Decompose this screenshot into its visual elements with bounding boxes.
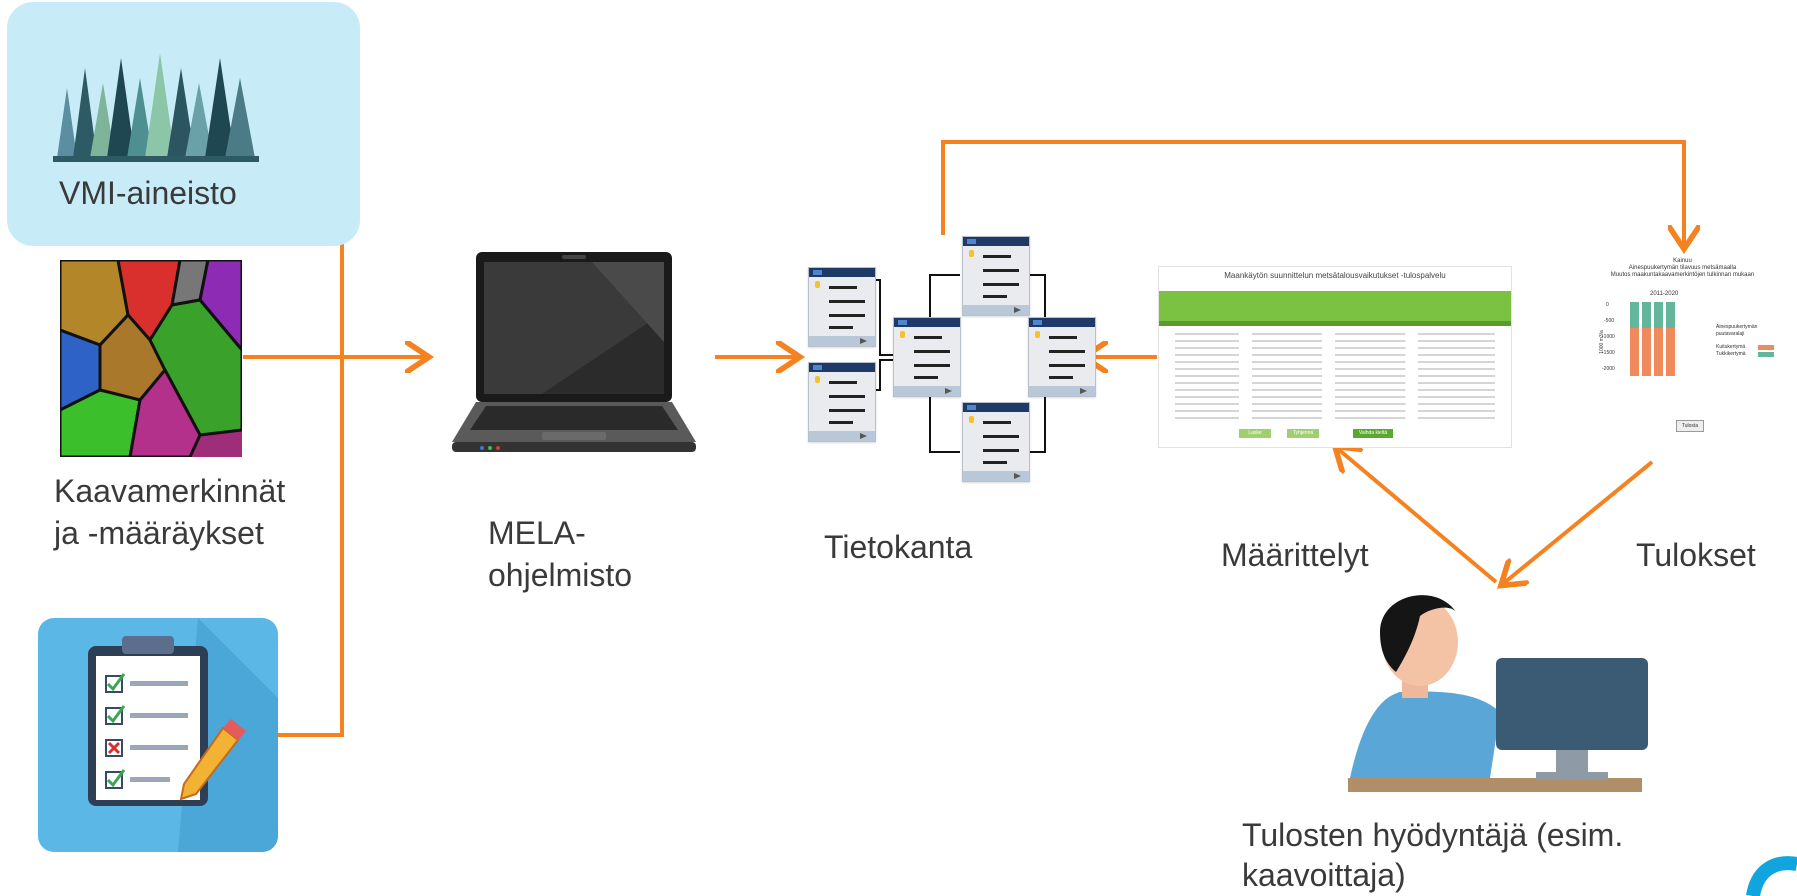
zoning-map-icon xyxy=(60,260,242,457)
results-to-user-arrow xyxy=(1504,460,1654,583)
result-chart-screenshot: Kainuu Ainespuukertymän tilavuus metsäma… xyxy=(1568,254,1797,454)
chart-legend-swatch-1 xyxy=(1758,345,1774,350)
db-to-results-arrow xyxy=(941,140,1684,245)
db-table-5 xyxy=(1028,317,1096,397)
db-table-1 xyxy=(808,267,876,347)
chart-bar-3 xyxy=(1654,302,1663,376)
db-table-2 xyxy=(808,362,876,442)
web-button-1: Laske xyxy=(1239,429,1271,438)
user-label-2: kaavoittaja) xyxy=(1242,857,1406,893)
kaava-label-2: ja -määräykset xyxy=(54,515,264,551)
kaava-label-1: Kaavamerkinnät xyxy=(54,473,286,509)
web-form-screenshot: Maankäytön suunnittelun metsätalousvaiku… xyxy=(1158,266,1512,448)
db-table-3 xyxy=(893,317,961,397)
chart-period: 2011-2020 xyxy=(1650,291,1679,297)
chart-ytick-4: -2000 xyxy=(1602,366,1615,372)
checklist-icon xyxy=(88,618,278,852)
mela-label-1: MELA- xyxy=(488,515,586,551)
web-button-3: Vaihda kieltä xyxy=(1353,429,1393,438)
chart-ytick-0: 0 xyxy=(1606,302,1609,308)
chart-title: Kainuu xyxy=(1673,258,1692,264)
chart-ytick-2: -1000 xyxy=(1602,334,1615,340)
user-label-1: Tulosten hyödyntäjä (esim. xyxy=(1242,817,1624,853)
mela-label-2: ohjelmisto xyxy=(488,557,633,593)
chart-legend-title: Ainespuukertymän puutavaralaji xyxy=(1716,324,1758,337)
chart-ytick-3: -1500 xyxy=(1602,350,1615,356)
web-banner-strip xyxy=(1159,321,1511,326)
laptop-icon xyxy=(452,252,696,452)
tulokset-label: Tulokset xyxy=(1636,537,1756,573)
web-banner xyxy=(1159,291,1511,321)
logo-fragment-icon xyxy=(1746,856,1797,896)
forest-icon xyxy=(53,53,259,162)
vmi-node: VMI-aineisto xyxy=(7,2,360,246)
checklist-node xyxy=(38,618,278,852)
chart-bar-1 xyxy=(1630,302,1639,376)
chart-ytick-1: -500 xyxy=(1604,318,1615,324)
tulosta-button: Tulosta xyxy=(1676,420,1704,432)
chart-bar-2 xyxy=(1642,302,1651,376)
chart-subtitle-1: Ainespuukertymän tilavuus metsämaalla xyxy=(1628,265,1737,271)
user-to-maarittelyt-arrow xyxy=(1338,449,1498,584)
database-diagram xyxy=(800,230,1096,486)
user-at-computer-icon xyxy=(1348,595,1648,792)
tietokanta-label: Tietokanta xyxy=(824,529,973,565)
vmi-label: VMI-aineisto xyxy=(59,175,237,211)
web-form-columns xyxy=(1175,333,1495,419)
db-table-4 xyxy=(962,236,1030,316)
maarittelyt-label: Määrittelyt xyxy=(1221,537,1369,573)
web-button-2: Tyhjennä xyxy=(1287,429,1319,438)
chart-legend-swatch-2 xyxy=(1758,352,1774,357)
chart-legend-item-2: Tukkikertymä xyxy=(1716,351,1746,357)
db-table-6 xyxy=(962,402,1030,482)
chart-bar-4 xyxy=(1666,302,1675,376)
chart-legend-item-1: Kuitukertymä xyxy=(1716,344,1746,350)
web-title: Maankäytön suunnittelun metsätalousvaiku… xyxy=(1224,271,1446,280)
chart-subtitle-2: Muutos maakuntakaavamerkintöjen tulkinna… xyxy=(1610,272,1755,278)
